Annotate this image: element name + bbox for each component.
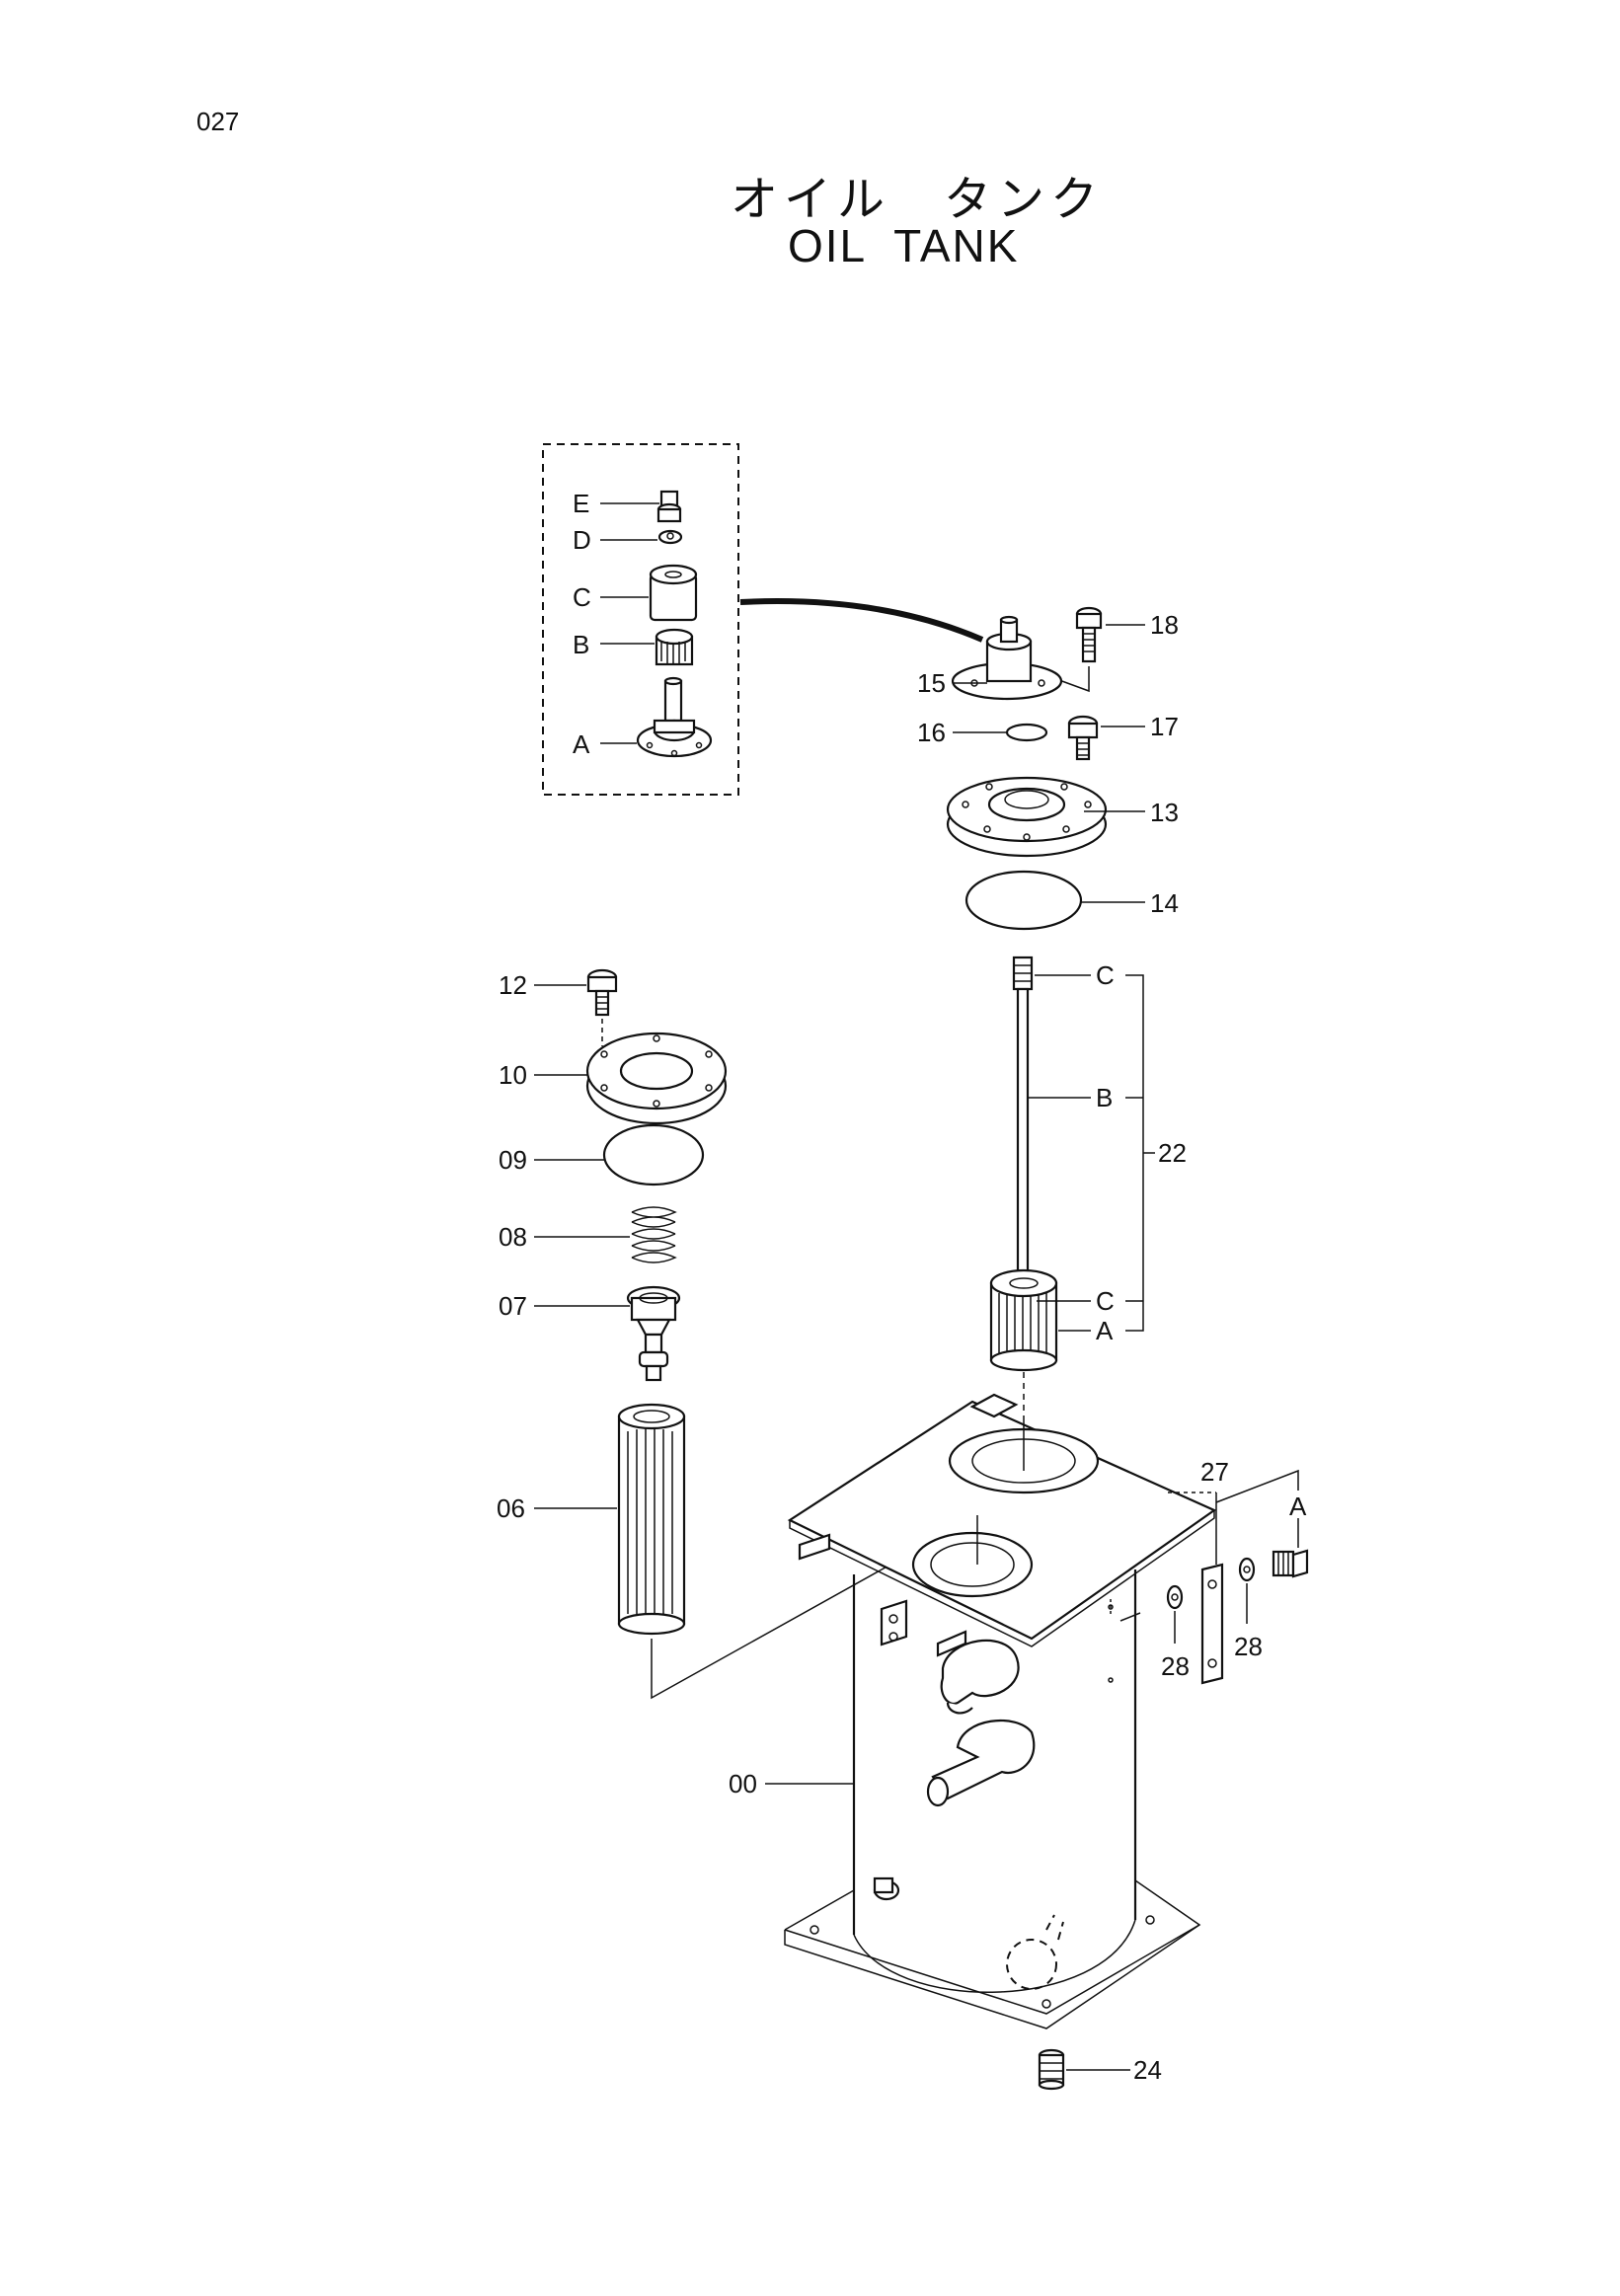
callout-22-b: B (1096, 1083, 1113, 1112)
inset-label-d: D (573, 525, 591, 555)
callout-27: 27 (1200, 1457, 1229, 1487)
part-14-gasket (964, 870, 1145, 931)
part-24-drain-plug (1038, 2048, 1130, 2091)
inset-leader-curve (739, 598, 984, 643)
callout-00: 00 (729, 1769, 757, 1799)
callout-12: 12 (499, 970, 527, 1000)
callout-22-c-bottom: C (1096, 1286, 1115, 1316)
part-18-bolt (1047, 606, 1145, 693)
part-08-spring (534, 1206, 677, 1263)
part-10-flange (534, 1032, 728, 1125)
callout-22-c-top: C (1096, 960, 1115, 990)
part-28-washer-left (1119, 1584, 1184, 1644)
inset-label-e: E (573, 489, 589, 518)
detail-inset (542, 443, 739, 796)
callout-09: 09 (499, 1145, 527, 1175)
callout-24: 24 (1133, 2055, 1162, 2085)
title-japanese: オイル タンク (731, 172, 1105, 227)
part-16-o-ring (953, 723, 1048, 742)
callout-07: 07 (499, 1291, 527, 1321)
callout-10: 10 (499, 1060, 527, 1090)
inset-part-d (657, 529, 683, 545)
part-07-bypass-valve (534, 1285, 681, 1382)
part-28-washer-right (1238, 1557, 1256, 1624)
callout-16: 16 (917, 718, 946, 747)
part-12-bolt (534, 968, 618, 1046)
part-17-bolt (1067, 715, 1145, 761)
page-number: 027 (196, 107, 240, 136)
inset-label-c: C (573, 582, 591, 612)
part-27-plate-assembly (1168, 1469, 1299, 1685)
callout-13: 13 (1150, 798, 1179, 827)
part-06-filter-element (534, 1403, 927, 1700)
callout-28-right: 28 (1234, 1632, 1263, 1661)
part-22-strainer-assembly (989, 956, 1155, 1421)
inset-label-a: A (573, 729, 590, 759)
inset-part-c (649, 564, 698, 622)
callout-06: 06 (497, 1493, 525, 1523)
callout-28-left: 28 (1161, 1651, 1190, 1681)
part-09-gasket (534, 1123, 705, 1186)
callout-18: 18 (1150, 610, 1179, 640)
inset-label-b: B (573, 630, 589, 659)
callout-15: 15 (917, 668, 946, 698)
callout-14: 14 (1150, 888, 1179, 918)
callout-22-a: A (1096, 1316, 1114, 1345)
part-15-valve-head (951, 615, 1063, 701)
part-00-tank-body (765, 1393, 1217, 2029)
callout-a-bolt: A (1289, 1492, 1307, 1521)
part-13-flange-cover (946, 776, 1145, 858)
inset-border (542, 443, 739, 796)
inset-part-a (636, 676, 713, 758)
title-english: OIL TANK (788, 220, 1020, 271)
inset-part-e (656, 490, 682, 523)
inset-part-b (655, 628, 694, 666)
callout-22: 22 (1158, 1138, 1187, 1168)
callout-17: 17 (1150, 712, 1179, 741)
part-a-bolt (1272, 1518, 1309, 1578)
callout-08: 08 (499, 1222, 527, 1252)
